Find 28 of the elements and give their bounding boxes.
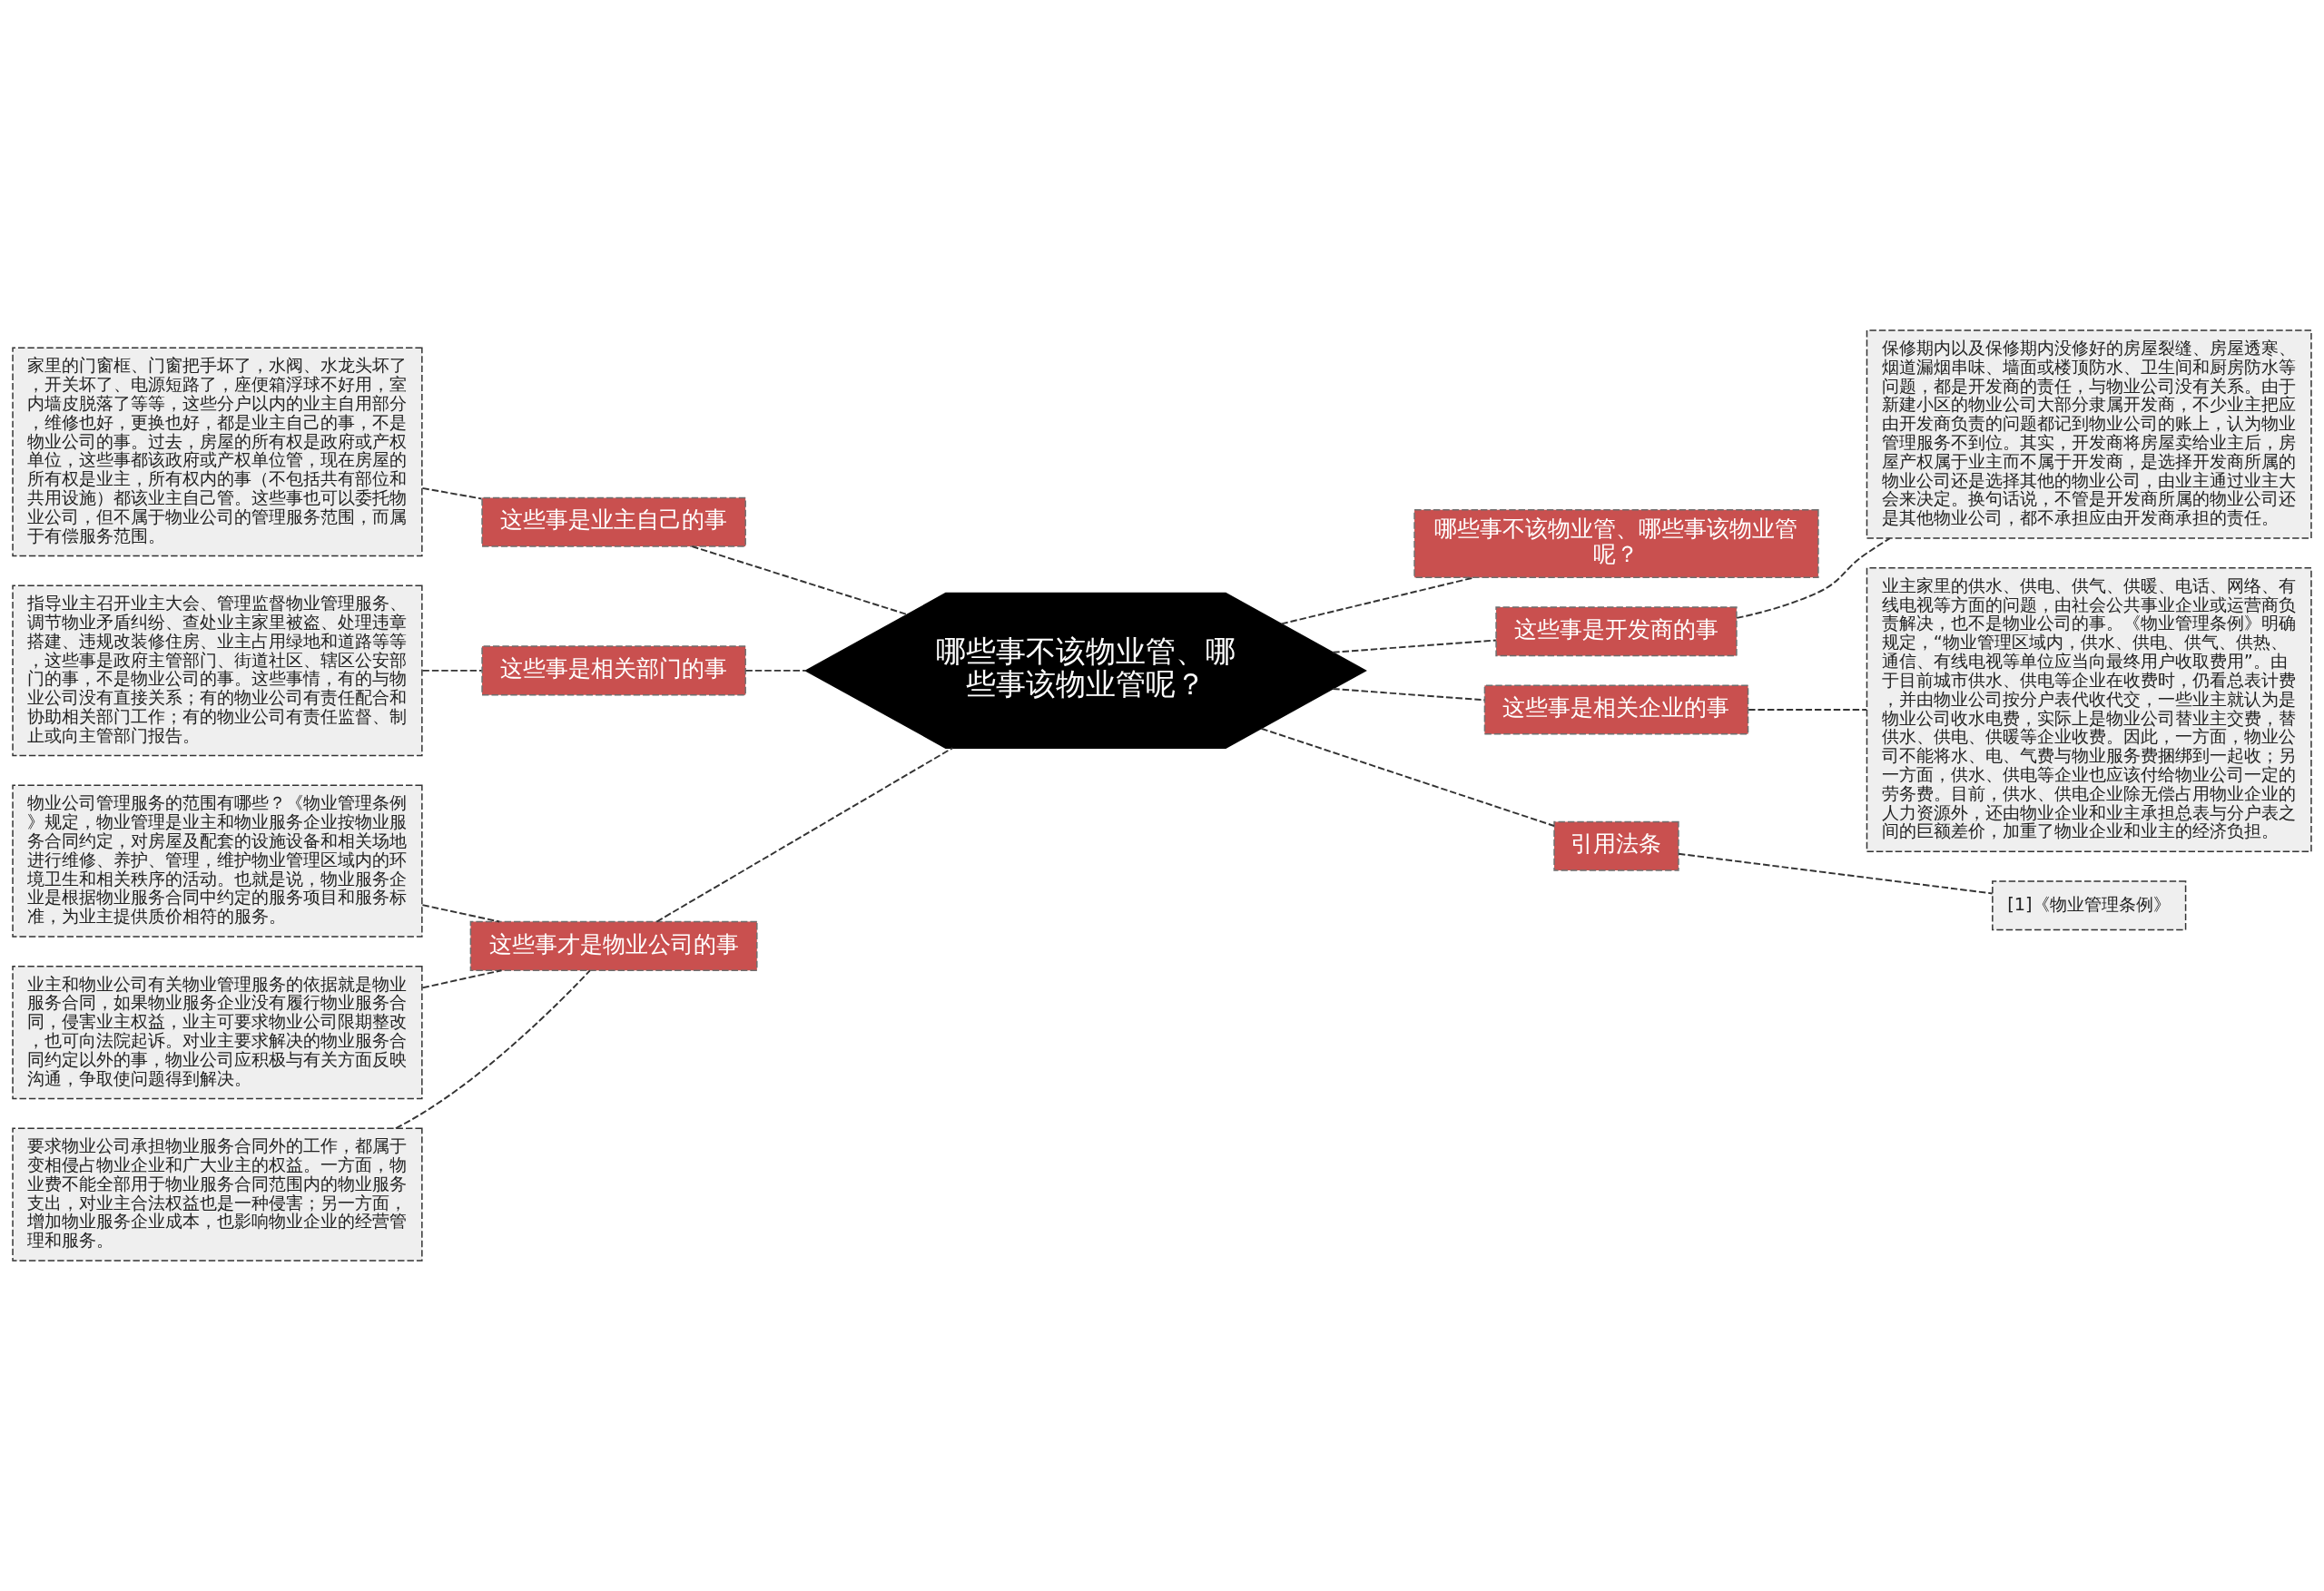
node-box: 哪些事不该物业管、哪些事该物业管呢？ — [1413, 509, 1819, 578]
connector — [1678, 852, 1994, 895]
node-box: 业主家里的供水、供电、供气、供暖、电话、网络、有线电视等方面的问题，由社会公共事业企业或运营商负责解决，也不是物业公司的事。《物业管理条例》明确规定，“物业管理区域内，供水、供电、供气、供热、通信、有线电视等单位应当向最终用户收取费用”。由于目前城市供水、供电等企业在收费时，仍看总表计费，并由物业公司按分户表代收代交，一些业主就认为是物业公司收水电费，实际上是物业公司替业主交费，替供水、供电、供暖等企业收费。因此，一方面，物业公司不能将水、电、气费与物业服务费捆绑到一起收；另一方面，供水、供电等企业也应该付给物业公司一定的劳务费。目前，供水、供电企业除无偿占用物业企业的人力资源外，还由物业企业和业主承担总表与分户表之间的巨额差价，加重了物业企业和业主的经济负担。 — [1866, 567, 2312, 852]
node-box: 指导业主召开业主大会、管理监督物业管理服务、调节物业矛盾纠纷、查处业主家里被盗、处理违章搭建、违规改装修住房、业主占用绿地和道路等等，这些事是政府主管部门、街道社区、辖区公安部门的事，不是物业公司的事。这些事情，有的与物业公司没有直接关系；有的物业公司有责任配合和协助相关部门工作；有的物业公司有责任监督、制止或向主管部门报告。 — [12, 584, 423, 757]
connector — [1260, 727, 1555, 827]
node-box: 业主和物业公司有关物业管理服务的依据就是物业服务合同，如果物业服务企业没有履行物业服务合同，侵害业主权益，业主可要求物业公司限期整改，也可向法院起诉。对业主要求解决的物业服务合同约定以外的事，物业公司应积极与有关方面反映沟通，争取使问题得到解决。 — [12, 965, 423, 1100]
connector — [655, 747, 954, 923]
node-box: 物业公司管理服务的范围有哪些？《物业管理条例》规定，物业管理是业主和物业服务企业按物业服务合同约定，对房屋及配套的设施设备和相关场地进行维修、养护、管理，维护物业管理区域内的环境卫生和相关秩序的活动。也就是说，物业服务企业是根据物业服务合同中约定的服务项目和服务标准，为业主提供质价相符的服务。 — [12, 784, 423, 938]
connector — [744, 669, 807, 672]
connector — [1332, 688, 1486, 702]
connector — [1748, 709, 1868, 711]
node-box: 这些事是相关企业的事 — [1483, 684, 1749, 735]
node-box: [1]《物业管理条例》 — [1992, 880, 2187, 931]
connector — [421, 669, 483, 672]
node-box: 这些事才是物业公司的事 — [469, 920, 758, 971]
node-box: 家里的门窗框、门窗把手坏了，水阀、水龙头坏了，开关坏了、电源短路了，座便箱浮球不好用，室内墙皮脱落了等等，这些分户以内的业主自用部分，维修也好，更换也好，都是业主自己的事，不是物业公司的事。过去，房屋的所有权是政府或产权单位，这些事都该政府或产权单位管，现在房屋的所有权是业主，所有权内的事（不包括共有部位和共用设施）都该业主自己管。这些事也可以委托物业公司，但不属于物业公司的管理服务范围，而属于有偿服务范围。 — [12, 347, 423, 557]
connector — [421, 969, 503, 989]
node-box: 这些事是业主自己的事 — [481, 496, 746, 547]
node-box: 要求物业公司承担物业服务合同外的工作，都属于变相侵占物业企业和广大业主的权益。一方面，物业费不能全部用于物业服务合同范围内的物业服务支出，对业主合法权益也是一种侵害；另一方面，增加物业服务企业成本，也影响物业企业的经营管理和服务。 — [12, 1127, 423, 1262]
connector — [691, 545, 908, 615]
node-box: 引用法条 — [1553, 820, 1679, 871]
connector — [421, 904, 501, 923]
node-box: 这些事是开发商的事 — [1495, 606, 1738, 657]
connector — [1736, 537, 1891, 619]
connector — [421, 486, 483, 500]
connector — [1332, 639, 1497, 653]
node-box: 保修期内以及保修期内没修好的房屋裂缝、房屋透寒、烟道漏烟串味、墙面或楼顶防水、卫生间和厨房防水等问题，都是开发商的责任，与物业公司没有关系。由于新建小区的物业公司大部分隶属开发商，不少业主把应由开发商负责的问题都记到物业公司的账上，认为物业管理服务不到位。其实，开发商将房屋卖给业主后，房屋产权属于业主而不属于开发商，是选择开发商所属的物业公司还是选择其他的物业公司，由业主通过业主大会来决定。换句话说，不管是开发商所属的物业公司还是其他物业公司，都不承担应由开发商承担的责任。 — [1866, 329, 2312, 539]
node-box: 这些事是相关部门的事 — [481, 645, 746, 696]
